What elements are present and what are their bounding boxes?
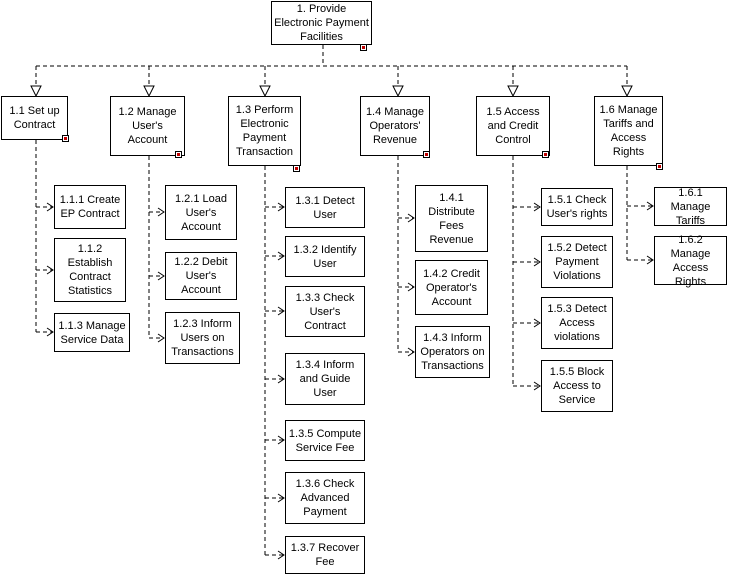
node-1-6-2[interactable]: 1.6.2 Manage Access Rights: [654, 234, 727, 288]
decomposition-marker-icon: [423, 151, 430, 158]
node-1-3-7[interactable]: 1.3.7 Recover Fee: [285, 536, 365, 574]
decomposition-marker-icon: [542, 151, 549, 158]
arrowhead-down-icon: [507, 85, 519, 98]
arrowhead-right-icon: [407, 347, 415, 357]
node-1-3-3[interactable]: 1.3.3 Check User's Contract: [285, 286, 365, 337]
arrowhead-right-icon: [277, 435, 285, 445]
node-1-3-6[interactable]: 1.3.6 Check Advanced Payment: [285, 472, 365, 524]
node-1-1-3[interactable]: 1.1.3 Manage Service Data: [54, 313, 130, 352]
node-1-3-1[interactable]: 1.3.1 Detect User: [285, 187, 365, 228]
node-1-5-1[interactable]: 1.5.1 Check User's rights: [541, 188, 613, 226]
arrowhead-right-icon: [646, 201, 654, 211]
node-1[interactable]: 1. Provide Electronic Payment Facilities: [271, 1, 372, 45]
arrowhead-right-icon: [533, 257, 541, 267]
decomposition-marker-icon: [62, 135, 69, 142]
node-1-3-4[interactable]: 1.3.4 Inform and Guide User: [285, 353, 365, 405]
arrowhead-right-icon: [277, 251, 285, 261]
node-1-4[interactable]: 1.4 Manage Operators' Revenue: [360, 96, 430, 156]
arrowhead-right-icon: [46, 202, 54, 212]
arrowhead-right-icon: [157, 271, 165, 281]
arrowhead-down-icon: [621, 85, 633, 98]
node-1-5-3[interactable]: 1.5.3 Detect Access violations: [541, 297, 613, 349]
arrowhead-right-icon: [646, 255, 654, 265]
arrowhead-right-icon: [157, 333, 165, 343]
node-1-1-2[interactable]: 1.1.2 Establish Contract Statistics: [54, 238, 126, 302]
arrowhead-right-icon: [277, 550, 285, 560]
node-1-3-2[interactable]: 1.3.2 Identify User: [285, 236, 365, 277]
arrowhead-right-icon: [407, 213, 415, 223]
arrowhead-right-icon: [533, 202, 541, 212]
node-1-1-1[interactable]: 1.1.1 Create EP Contract: [54, 185, 126, 229]
arrowhead-right-icon: [533, 318, 541, 328]
node-1-5-5[interactable]: 1.5.5 Block Access to Service: [541, 360, 613, 412]
arrowhead-right-icon: [277, 306, 285, 316]
node-1-5[interactable]: 1.5 Access and Credit Control: [476, 96, 550, 156]
node-1-4-1[interactable]: 1.4.1 Distribute Fees Revenue: [415, 185, 488, 252]
node-1-4-2[interactable]: 1.4.2 Credit Operator's Account: [415, 260, 488, 315]
arrowhead-right-icon: [157, 207, 165, 217]
node-1-6-1[interactable]: 1.6.1 Manage Tariffs: [654, 187, 727, 227]
decomposition-marker-icon: [293, 165, 300, 172]
arrowhead-down-icon: [259, 85, 271, 98]
node-1-2-3[interactable]: 1.2.3 Inform Users on Transactions: [165, 312, 240, 364]
arrowhead-right-icon: [407, 282, 415, 292]
decomposition-marker-icon: [656, 163, 663, 170]
node-1-2[interactable]: 1.2 Manage User's Account: [110, 96, 185, 156]
decomposition-marker-icon: [360, 44, 367, 51]
arrowhead-down-icon: [392, 85, 404, 98]
node-1-2-2[interactable]: 1.2.2 Debit User's Account: [165, 252, 237, 300]
arrowhead-right-icon: [277, 202, 285, 212]
arrowhead-right-icon: [277, 493, 285, 503]
decomposition-marker-icon: [175, 151, 182, 158]
arrowhead-down-icon: [143, 85, 155, 98]
node-1-4-3[interactable]: 1.4.3 Inform Operators on Transactions: [415, 326, 490, 378]
node-1-2-1[interactable]: 1.2.1 Load User's Account: [165, 185, 237, 240]
node-1-3-5[interactable]: 1.3.5 Compute Service Fee: [285, 420, 365, 461]
node-1-3[interactable]: 1.3 Perform Electronic Payment Transacti…: [228, 96, 301, 166]
arrowhead-right-icon: [277, 374, 285, 384]
node-1-1[interactable]: 1.1 Set up Contract: [1, 96, 68, 140]
arrowhead-down-icon: [30, 85, 42, 98]
arrowhead-right-icon: [46, 265, 54, 275]
node-1-5-2[interactable]: 1.5.2 Detect Payment Violations: [541, 236, 613, 288]
arrowhead-right-icon: [533, 381, 541, 391]
node-1-6[interactable]: 1.6 Manage Tariffs and Access Rights: [594, 96, 663, 166]
arrowhead-right-icon: [46, 327, 54, 337]
